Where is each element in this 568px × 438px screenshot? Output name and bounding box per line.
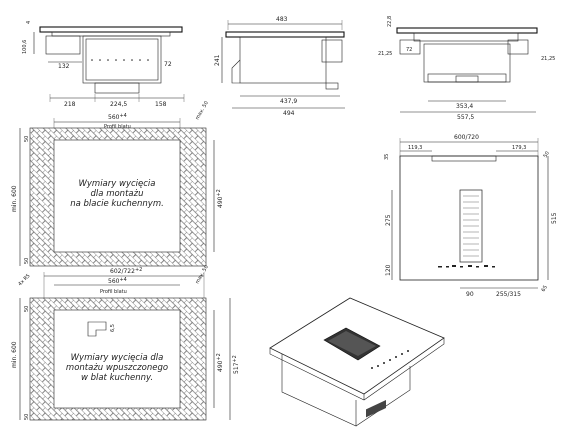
cutout-top-edge-bottom: 50 — [24, 258, 30, 264]
cutout-flush-note-2: montażu wpuszczonego — [66, 363, 168, 373]
dim-side-437: 437,9 — [280, 98, 297, 105]
cutout-flush-edge-top: 50 — [24, 306, 30, 312]
right-view: 22,8 21,25 72 21,25 353,4 557,5 — [378, 16, 555, 121]
cutout-flush-outer: 602/722+2 — [110, 267, 142, 275]
dim-front-4: 4 — [26, 21, 32, 24]
plan-control-dots — [438, 265, 495, 268]
side-view: 483 241 437,9 494 — [214, 16, 345, 117]
front-view: 100,6 4 132 72 218 224,5 158 — [22, 21, 185, 108]
plan-h3: 120 — [385, 264, 392, 276]
cutout-top-min: min. 600 — [11, 185, 18, 212]
cutout-top-note-2: dla montażu — [91, 189, 144, 199]
dim-front-72: 72 — [164, 61, 172, 68]
dim-front-100: 100,6 — [22, 40, 28, 54]
plan-right: 179,3 — [512, 145, 526, 151]
dim-right-72: 72 — [406, 47, 412, 53]
cutout-flush-note-1: Wymiary wycięcia dla — [71, 353, 164, 363]
cutout-flush-profile: Profil blatu — [100, 289, 127, 295]
dim-right-557: 557,5 — [457, 114, 474, 121]
dim-right-21b: 21,25 — [541, 56, 555, 62]
dim-front-158: 158 — [155, 101, 167, 108]
iso-control-dots — [371, 350, 409, 369]
cutout-flush-mount: 602/722+2 560+4 Profil blatu max. 50 4x … — [11, 264, 240, 421]
cutout-flush-depth: 6,5 — [110, 324, 116, 332]
plan-bottom-65: 65 — [541, 284, 549, 293]
cutout-flush-height2: 517+2 — [232, 355, 240, 374]
plan-width: 600/720 — [454, 134, 479, 141]
dim-right-21a: 21,25 — [378, 51, 392, 57]
plan-vent-slats — [463, 195, 479, 257]
plan-right-dim: 50 — [543, 150, 551, 159]
cutout-flush-width: 560+4 — [108, 277, 127, 285]
cutout-flush-max: max. 50 — [195, 264, 210, 285]
plan-h2: 515 — [551, 212, 558, 224]
isometric-view — [269, 297, 445, 427]
cutout-flush-height: 490+2 — [216, 353, 224, 372]
cutout-top-max: max. 50 — [195, 100, 210, 121]
cutout-flush-note-3: w blat kuchenny. — [81, 373, 153, 383]
dim-right-22: 22,8 — [387, 16, 393, 27]
plan-bottom-255: 255/315 — [496, 291, 521, 298]
cutout-top-profile: Profil blatu — [104, 124, 131, 130]
plan-bottom-90: 90 — [466, 291, 474, 298]
cutout-top-height: 490+2 — [216, 189, 224, 208]
dim-side-483: 483 — [276, 16, 288, 23]
dim-front-132: 132 — [58, 63, 70, 70]
plan-left: 119,3 — [408, 145, 422, 151]
cutout-flush-edge-bottom: 50 — [24, 414, 30, 420]
plan-view: 600/720 119,3 179,3 35 50 275 120 515 — [384, 134, 558, 298]
plan-left-dim: 35 — [384, 154, 390, 160]
cutout-top-mount: 560+4 Profil blatu max. 50 Wymiary wycię… — [11, 100, 224, 267]
dim-right-353: 353,4 — [456, 103, 473, 110]
cutout-top-note-3: na blacie kuchennym. — [70, 199, 164, 209]
cutout-flush-corner: 4x R5 — [17, 273, 31, 287]
plan-h1: 275 — [385, 214, 392, 226]
dim-side-494: 494 — [283, 110, 295, 117]
cutout-top-note-1: Wymiary wycięcia — [78, 179, 155, 189]
cutout-top-edge-top: 50 — [24, 136, 30, 142]
cutout-flush-min: min. 600 — [11, 341, 18, 368]
dim-side-241: 241 — [214, 54, 221, 66]
dim-front-218: 218 — [64, 101, 76, 108]
cutout-top-width: 560+4 — [108, 113, 127, 121]
front-bolts — [91, 59, 149, 61]
dim-front-224: 224,5 — [110, 101, 127, 108]
